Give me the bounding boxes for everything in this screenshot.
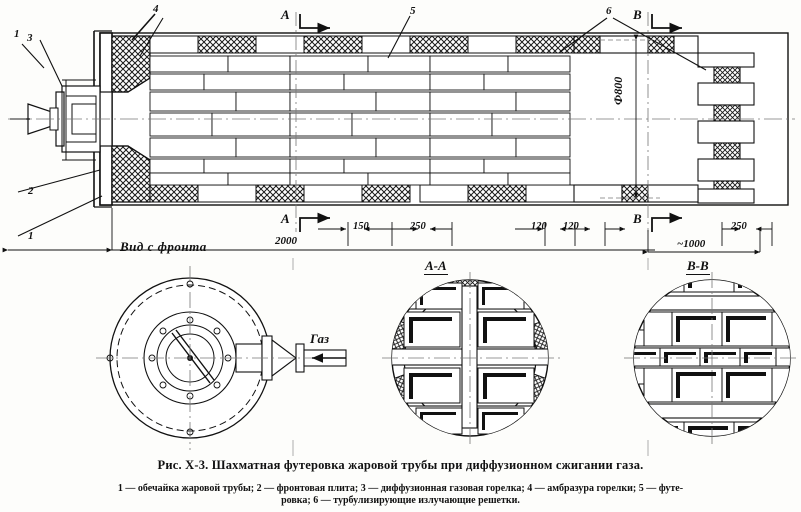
callout-5: 5 bbox=[410, 5, 416, 17]
figure-caption: Рис. X-3. Шахматная футеровка жаровой тр… bbox=[157, 458, 644, 472]
callout-3: 3 bbox=[27, 32, 33, 44]
dimension-120-b: 120 bbox=[563, 221, 579, 232]
gas-label: Газ bbox=[310, 331, 330, 346]
dimension-250: 250 bbox=[410, 221, 426, 232]
section-mark-b-bottom: B bbox=[633, 211, 642, 226]
callout-6: 6 bbox=[606, 5, 612, 17]
section-title-aa: A-A bbox=[424, 258, 448, 275]
main-view-title: Вид с фронта bbox=[120, 239, 207, 254]
callout-1-top: 1 bbox=[14, 28, 20, 40]
figure-legend-line-1: 1 — обечайка жаровой трубы; 2 — фронтова… bbox=[117, 483, 684, 494]
figure-legend-line-2: ровка; 6 — турбулизирующие излучающие ре… bbox=[281, 495, 520, 506]
dimension-150: 150 bbox=[353, 221, 369, 232]
dimension-1000: ~1000 bbox=[677, 238, 706, 250]
section-mark-a-bottom: A bbox=[281, 211, 290, 226]
section-mark-a-top: A bbox=[281, 7, 290, 22]
callout-1-bottom: 1 bbox=[28, 230, 34, 242]
dimension-2000: 2000 bbox=[275, 235, 297, 247]
section-title-bb: B-B bbox=[686, 258, 710, 275]
section-mark-b-top: B bbox=[633, 7, 642, 22]
callout-2: 2 bbox=[28, 185, 34, 197]
callout-4: 4 bbox=[153, 3, 159, 15]
dimension-250-right: 250 bbox=[731, 221, 747, 232]
diameter-label: Ф800 bbox=[611, 76, 625, 105]
dimension-120-a: 120 bbox=[531, 221, 547, 232]
